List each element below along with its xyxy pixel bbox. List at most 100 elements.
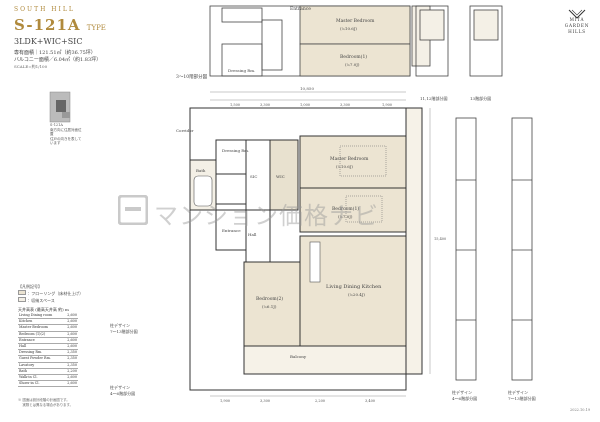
room-table-row: Guest Powder Rm.2,350 [18,355,78,363]
ceiling-height-cell: 2,600 [63,337,78,345]
key-plan-note: S-121A 南方向に住居対面位置 住戸の向きを表しています [50,123,82,145]
room-name-cell: Bath [18,368,63,376]
room-name-cell: Living Dining room [18,313,63,320]
brand-logo-mark [568,9,586,19]
dim-bottom-3: 2,200 [315,399,325,403]
top-bedroom1-label: Bedroom(1) [340,53,367,60]
series-label: SOUTH HILL [14,6,75,13]
ceiling-height-cell: 2,600 [63,324,78,332]
sic-label: SIC [250,174,257,179]
room-name-cell: Hall [18,343,63,351]
dim-bottom-1: 1,900 [220,399,230,403]
ceiling-height-cell: 2,600 [63,374,78,382]
room-name-cell: Walk-in Cl. [18,374,63,382]
caption-11-12: 11,12階部分図 [420,95,447,101]
room-table-row: Walk-in Cl.2,600 [18,374,78,382]
caption-13: 13階部分図 [470,95,491,101]
legend-item-1-text: ：フローリング（床材仕上げ） [27,291,84,296]
type-code-value: S-121A [14,16,81,34]
caption-top-floor: 3〜10階部分図 [176,73,208,80]
brand-line-3: HILLS [568,29,586,34]
bedroom1-label: Bedroom(1) [332,205,359,212]
bedroom2-size: (≒6.1J) [262,304,277,309]
ldk-label: Living Dining Kitchen [326,284,382,290]
caption-pillar-7-13: 柱デザイン 7〜13階部分図 [110,323,138,334]
room-name-cell: Guest Powder Rm. [18,355,63,363]
type-code: S-121A TYPE [14,16,106,34]
main-plan-walls [189,107,423,391]
dim-top-5: 1,900 [382,103,392,107]
floor-plan: Entrance Master Bedroom (≒10.6J) Bedroom… [176,5,533,403]
dim-bottom-2: 3,300 [260,399,270,403]
room-name-cell: Entrance [18,337,63,345]
balcony-label: Balcony [290,354,307,359]
balcony-area-label: バルコニー面積／6.04㎡（約1.83坪） [14,57,102,63]
dim-top-2: 3,300 [260,103,270,107]
dim-bottom-4: 3,400 [365,399,375,403]
room-table-row: Shoes-in Cl.2,600 [18,380,78,388]
top-master-label: Master Bedroom [336,18,375,24]
room-table-unit: m [64,307,69,312]
room-name-cell: Bedroom (1)(2) [18,331,63,338]
type-suffix: TYPE [86,24,106,32]
ceiling-height-cell: 2,350 [63,362,78,369]
partial-plan-3-10 [209,5,431,77]
kitchen-counter [309,241,321,283]
top-bedroom1-size: (≒7.0J) [345,62,360,67]
top-entrance-label: Entrance [290,6,311,12]
partial-plan-11-12 [415,5,449,77]
ceiling-height-cell: 2,600 [63,380,78,388]
room-table-title-text: 天井高表 (最高天井高 約) [18,307,64,312]
wic-label: WIC [276,174,285,179]
key-plan-diagram [49,91,71,123]
ceiling-height-cell: 2,600 [63,331,78,338]
room-name-cell: Lavatory [18,362,63,369]
master-bedroom-size: (≒10.6J) [336,164,353,169]
top-master-size: (≒10.6J) [340,26,357,31]
room-table-title: 天井高表 (最高天井高 約) m [18,307,69,313]
room-table-row: Bedroom (1)(2)2,600 [18,331,78,338]
ldk-size: (≒20.4J) [348,292,365,297]
master-bedroom-label: Master Bedroom [330,156,369,162]
watermark-logo-icon [118,195,148,225]
room-name-cell: Dressing Rm. [18,349,63,357]
dim-top-4: 3,300 [340,103,350,107]
bedroom1-size: (≒7.0J) [338,214,353,219]
dim-side: 15,400 [434,237,446,241]
ceiling-height-cell: 2,350 [63,355,78,363]
legend-item-2-text: ：収納スペース [27,298,55,303]
area-label: 専有面積｜121.51㎡（約36.75坪） [14,50,96,56]
document-date: 2022.10.19 [570,408,591,412]
room-name-cell: Master Bedroom [18,324,63,332]
watermark-text: マンション価格ナビ [154,202,379,230]
brand-name: MITA GARDEN HILLS [563,17,591,35]
ceiling-height-cell: 2,600 [63,313,78,320]
layout-label: 3LDK+WIC+SIC [14,37,83,46]
pillar-elevation-4-6 [455,117,477,381]
corridor-label: Corridor [176,128,194,133]
dim-top-3: 1,000 [300,103,310,107]
caption-pillar-right-7-13: 柱デザイン 7〜13階部分図 [508,390,536,401]
room-table-row: Dressing Rm.2,350 [18,349,78,357]
brand-line-2: GARDEN [564,23,590,28]
legend-title: 【凡例記号】 [18,284,42,289]
dressing-label: Dressing Rm. [222,148,249,153]
bathtub [193,175,213,207]
pillar-elevation-7-13 [511,117,533,381]
bath-label: Bath [196,168,206,173]
ceiling-height-cell: 2,200 [63,368,78,376]
caption-pillar-right-4-6: 柱デザイン 4〜6階部分図 [452,390,478,401]
ceiling-height-cell: 2,600 [63,343,78,351]
room-name-cell: Shoes-in Cl. [18,380,63,388]
legend-item-1: ：フローリング（床材仕上げ） [18,290,83,297]
legend-item-2: ：収納スペース [18,297,83,304]
entrance-label: Entrance [222,228,241,233]
